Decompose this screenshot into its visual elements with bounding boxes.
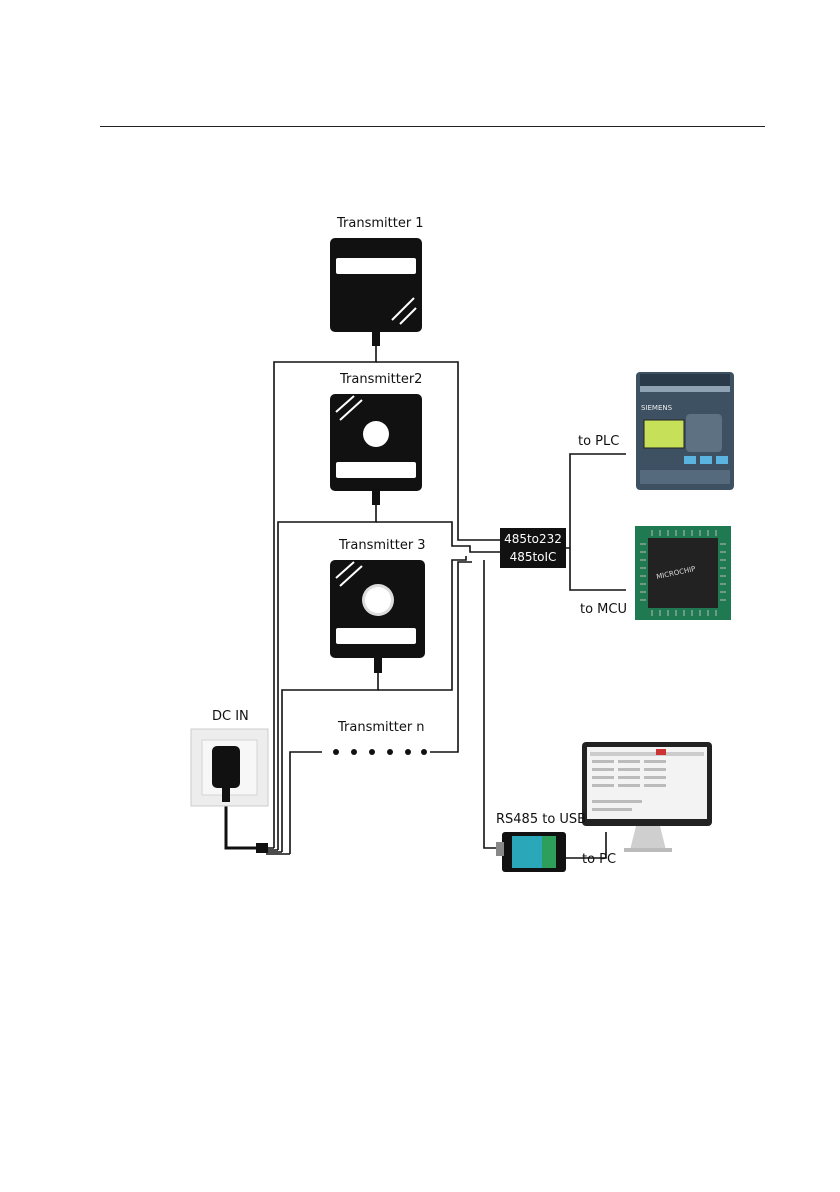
rs485-usb-label: RS485 to USB (496, 812, 586, 827)
dc-in-label: DC IN (212, 709, 249, 724)
converter-line-2: 485toIC (500, 548, 566, 566)
wire-usb (484, 560, 502, 848)
transmitter-n-label: Transmitter n (338, 720, 425, 735)
wiring (226, 346, 626, 858)
wire-plc (566, 454, 626, 548)
transmitter-3-label: Transmitter 3 (339, 538, 426, 553)
pc-monitor-image (582, 742, 712, 852)
wire-power (226, 800, 266, 848)
transmitter-1-device (330, 238, 422, 346)
plc-brand-text: SIEMENS (641, 404, 672, 412)
wire-t3-left (282, 673, 378, 852)
transmitter-2-label: Transmitter2 (340, 372, 422, 387)
transmitter-n-dots (333, 749, 427, 755)
converter-line-1: 485to232 (500, 530, 566, 548)
to-pc-label: to PC (582, 852, 616, 867)
transmitter-2-device (330, 394, 422, 505)
plc-device-image (636, 372, 734, 490)
dc-power-socket (191, 729, 268, 853)
wire-t2-left (278, 505, 376, 850)
to-plc-label: to PLC (578, 434, 619, 449)
converter-box: 485to232 485toIC (500, 528, 566, 568)
wire-tn-right (430, 562, 472, 752)
transmitter-3-device (330, 560, 425, 673)
wire-mcu (570, 548, 626, 590)
wire-tn-left (290, 752, 322, 854)
transmitter-1-label: Transmitter 1 (337, 216, 424, 231)
to-mcu-label: to MCU (580, 602, 627, 617)
rs485-usb-module (496, 832, 566, 872)
